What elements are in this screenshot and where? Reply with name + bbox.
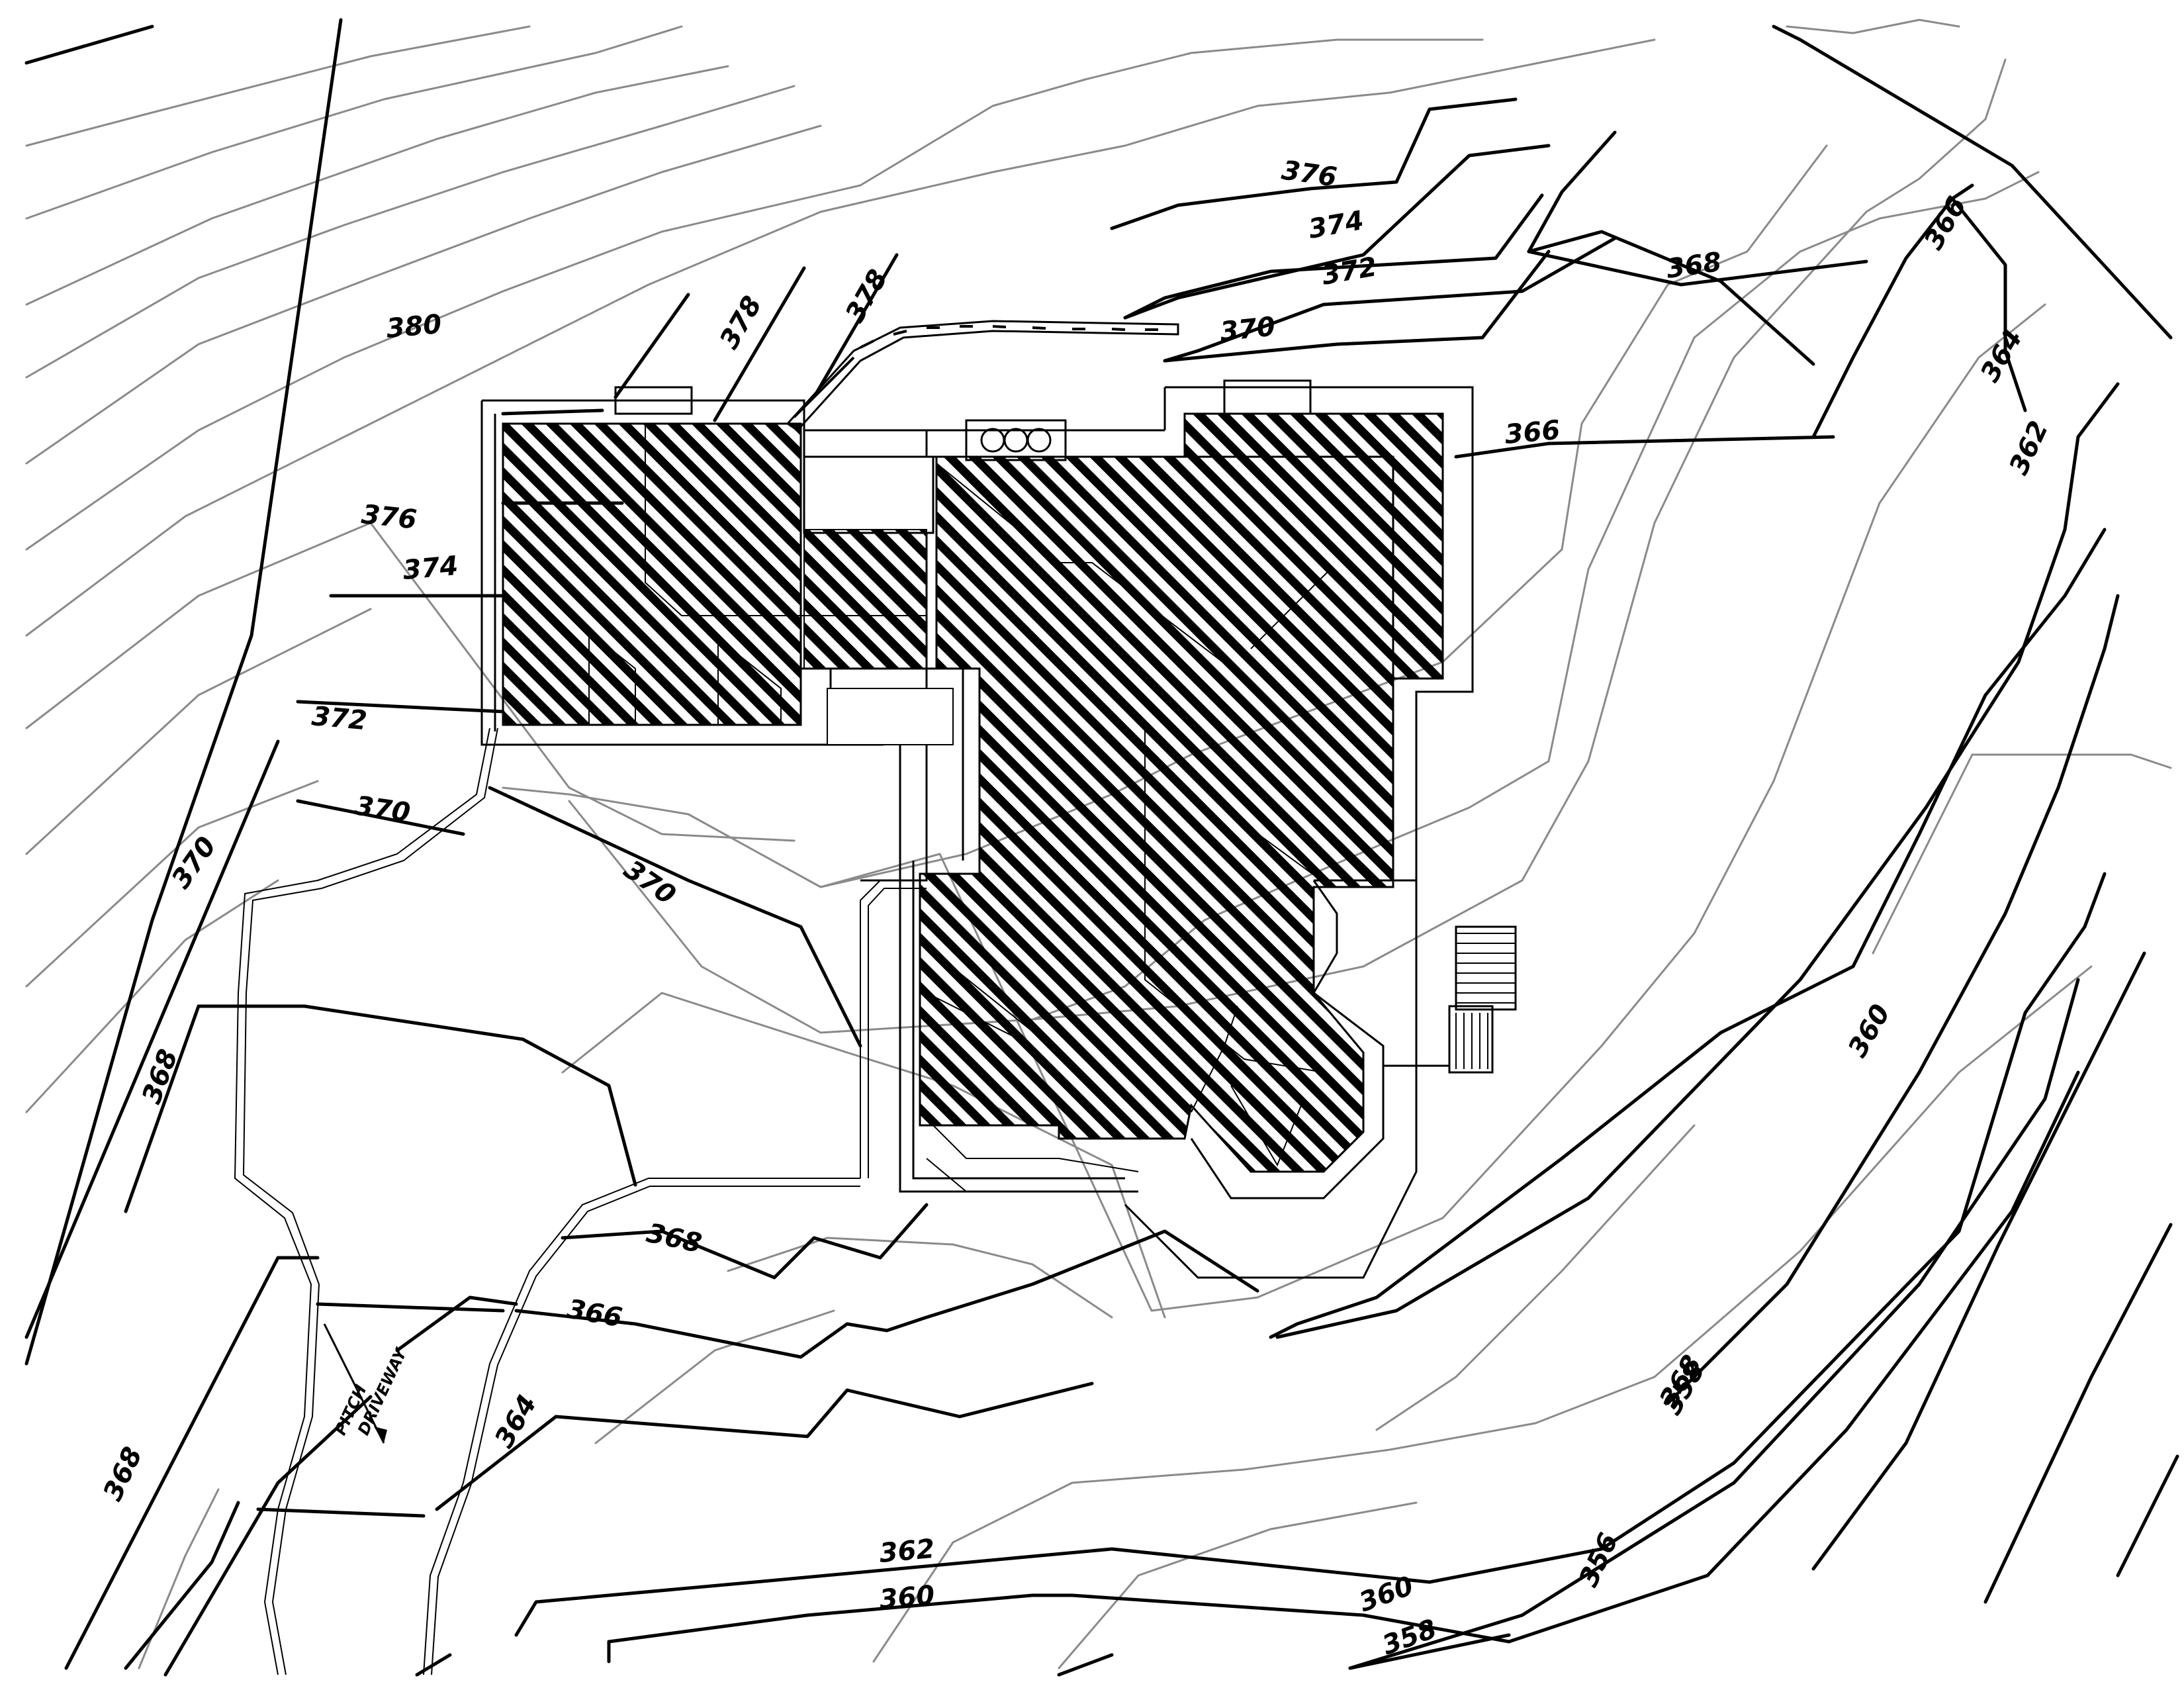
contour-label-366: 366: [565, 1294, 624, 1334]
contour-label-380: 380: [385, 309, 443, 344]
contour-label-368: 368: [97, 1442, 148, 1505]
house-footprint: [480, 379, 1517, 1279]
contour-label-368: 368: [644, 1218, 704, 1259]
pitch-arrow: [323, 1323, 385, 1444]
contour-label-376: 376: [1280, 155, 1339, 193]
contour-label-374: 374: [402, 551, 459, 586]
contour-label-362: 362: [2003, 416, 2054, 479]
contour-label-364: 364: [489, 1390, 543, 1453]
contour-label-360: 360: [1355, 1571, 1418, 1618]
contour-label-370: 370: [1218, 311, 1277, 347]
contour-label-370: 370: [166, 831, 223, 894]
driveway-pitch-note: PITCH DRIVEWAY: [323, 1323, 411, 1444]
contour-label-366: 366: [1504, 415, 1561, 450]
pitch-arrowhead: [374, 1427, 387, 1443]
contour-label-356: 356: [1573, 1528, 1624, 1591]
contour-label-360: 360: [878, 1580, 936, 1615]
contour-label-368: 368: [136, 1045, 184, 1107]
contour-label-372: 372: [1320, 252, 1379, 291]
contour-label-370: 370: [353, 790, 412, 828]
contour-label-362: 362: [878, 1534, 936, 1569]
contour-label-360: 360: [1843, 1000, 1897, 1062]
contour-label-376: 376: [360, 499, 418, 535]
contour-label-374: 374: [1306, 205, 1366, 245]
contour-label-364: 364: [1975, 324, 2029, 387]
major-contour-lines: [24, 18, 2179, 1677]
stone-path: [786, 320, 1179, 432]
contour-label-366: 366: [1919, 192, 1973, 255]
contour-label-372: 372: [310, 701, 368, 736]
driveway: [234, 727, 927, 1675]
